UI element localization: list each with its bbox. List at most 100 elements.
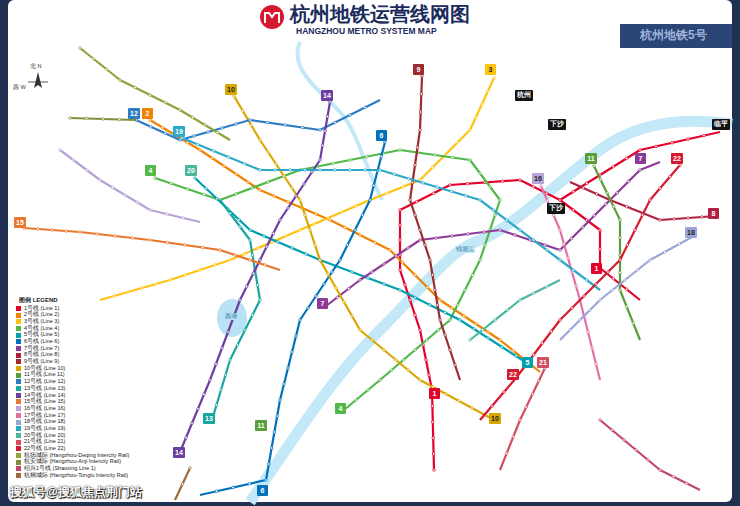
legend-row: 13号线 (Line 13) — [16, 385, 129, 392]
station-dot — [701, 216, 704, 219]
station-dot — [119, 79, 122, 82]
station-dot — [287, 201, 290, 204]
line-badge: 4 — [145, 165, 156, 176]
west-lake — [217, 299, 247, 337]
station-dot — [703, 134, 706, 137]
station-dot — [319, 259, 322, 262]
station-dot — [421, 75, 424, 78]
station-dot — [414, 296, 417, 299]
station-dot — [361, 214, 364, 217]
station-dot — [663, 251, 666, 254]
legend-row: 3号线 (Line 3) — [16, 318, 129, 325]
station-dot — [414, 314, 417, 317]
metro-line — [195, 178, 530, 365]
station-dot — [512, 435, 515, 438]
station-box: 下沙 — [548, 119, 566, 130]
legend-row: 杭安城际 (Hangzhou-Anji Intercity Rail) — [16, 459, 129, 466]
station-dot — [369, 199, 372, 202]
compass-arrow — [34, 72, 42, 88]
station-dot — [469, 159, 472, 162]
station-dot — [545, 249, 548, 252]
legend-swatch — [16, 446, 21, 451]
legend-row: 18号线 (Line 18) — [16, 419, 129, 426]
metro-lines — [23, 47, 720, 500]
station-dot — [335, 287, 338, 290]
station-dot — [252, 272, 255, 275]
legend-row: 11号线 (Line 11) — [16, 372, 129, 379]
badge-text: 11 — [587, 155, 594, 162]
station-box: 临平 — [712, 119, 730, 130]
station-dot — [285, 235, 288, 238]
station-dot — [259, 299, 262, 302]
station-dot — [227, 331, 230, 334]
station-dot — [607, 271, 610, 274]
station-dot — [428, 374, 431, 377]
station-dot — [484, 244, 487, 247]
station-dot — [466, 182, 469, 185]
station-dot — [349, 159, 352, 162]
station-dot — [458, 400, 461, 403]
station-dot — [212, 150, 215, 153]
station-dot — [414, 214, 417, 217]
line-badge: 2 — [142, 108, 153, 119]
station-dot — [181, 483, 184, 486]
station-dot — [544, 244, 547, 247]
badge-text: 4 — [149, 167, 153, 174]
station-dot — [471, 274, 474, 277]
station-dot — [365, 155, 368, 158]
station-dot — [550, 330, 553, 333]
station-dot — [611, 289, 614, 292]
line-badge: 14 — [321, 90, 333, 101]
station-dot — [170, 182, 173, 185]
badge-text: 9 — [417, 66, 421, 73]
station-dot — [546, 199, 549, 202]
station-dot — [494, 319, 497, 322]
station-dot — [309, 229, 312, 232]
station-dot — [185, 436, 188, 439]
station-dot — [619, 236, 622, 239]
station-dot — [250, 124, 253, 127]
station-dot — [354, 229, 357, 232]
station-dot — [259, 169, 262, 172]
station-dot — [273, 195, 276, 198]
station-dot — [389, 249, 392, 252]
station-dot — [436, 186, 439, 189]
station-dot — [102, 118, 105, 121]
station-dot — [327, 273, 330, 276]
line-badge: 11 — [255, 420, 267, 431]
station-dot — [390, 369, 393, 372]
station-dot — [149, 209, 152, 212]
station-dot — [169, 279, 172, 282]
station-dot — [503, 391, 506, 394]
station-dot — [599, 178, 602, 181]
station-dot — [211, 157, 214, 160]
lake-name: 西湖 — [224, 313, 238, 320]
station-dot — [223, 165, 226, 168]
station-dot — [79, 47, 82, 50]
station-dot — [248, 482, 251, 485]
station-dot — [636, 269, 639, 272]
station-dot — [532, 185, 535, 188]
station-dot — [96, 233, 99, 236]
station-dot — [232, 486, 235, 489]
legend-text: 13号线 (Line 13) — [24, 386, 65, 392]
legend-swatch — [16, 313, 21, 318]
station-dot — [349, 114, 352, 117]
station-dot — [483, 231, 486, 234]
station-dot — [571, 307, 574, 310]
station-dot — [673, 218, 676, 221]
badge-text: 11 — [257, 422, 264, 429]
station-dot — [456, 304, 459, 307]
station-dot — [371, 339, 374, 342]
line-badge: 8 — [708, 208, 719, 219]
badge-text: 13 — [205, 415, 213, 422]
station-dot — [414, 349, 417, 352]
station-dot — [591, 347, 594, 350]
line-badge: 16 — [532, 173, 544, 184]
station-dot — [221, 347, 224, 350]
watermark: 搜狐号@搜狐焦点荆门站 — [10, 486, 142, 499]
metro-line — [400, 180, 640, 470]
station-dot — [113, 295, 116, 298]
station-dot — [671, 142, 674, 145]
station-dot — [469, 129, 472, 132]
